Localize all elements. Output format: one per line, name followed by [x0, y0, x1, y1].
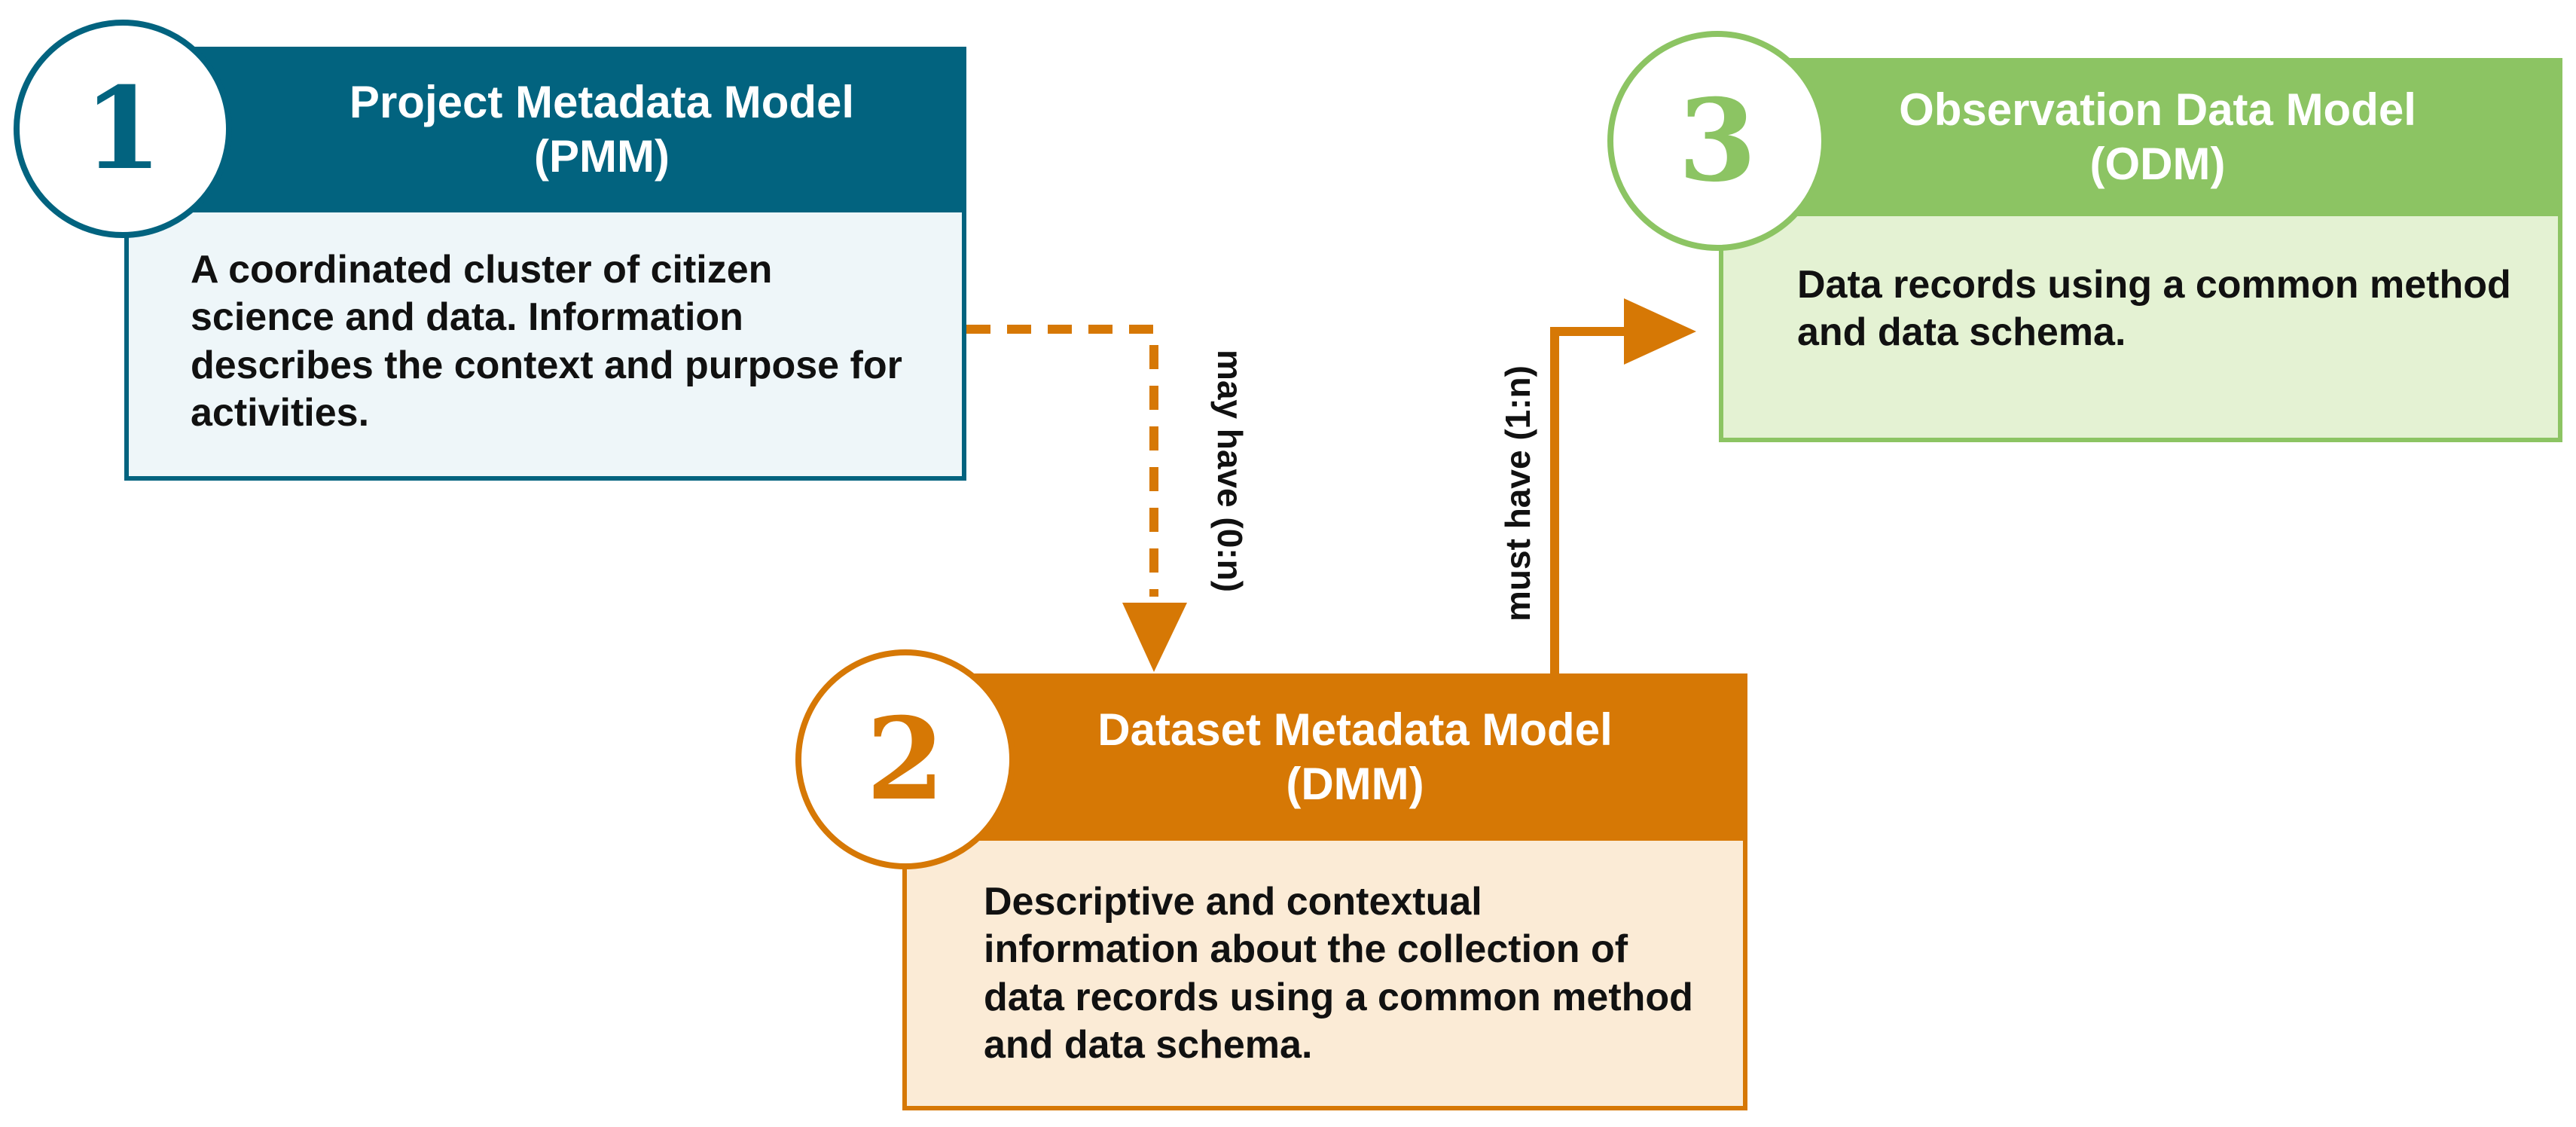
dmm-number-badge: 2 [795, 649, 1015, 869]
pmm-header: Project Metadata Model (PMM) [124, 47, 966, 212]
pmm-title: Project Metadata Model [349, 77, 855, 127]
pmm-description: A coordinated cluster of citizen science… [124, 212, 966, 481]
may-have-connector [966, 325, 1158, 597]
odm-description: Data records using a common method and d… [1719, 216, 2562, 442]
pmm-number-badge: 1 [14, 20, 232, 238]
odm-title: Observation Data Model [1899, 84, 2416, 135]
dmm-description: Descriptive and contextual information a… [902, 841, 1747, 1110]
dmm-header: Dataset Metadata Model (DMM) [902, 673, 1747, 841]
dataset-metadata-model-box: Dataset Metadata Model (DMM) Descriptive… [902, 673, 1747, 1110]
pmm-abbreviation: (PMM) [534, 131, 670, 182]
may-have-arrowhead [1122, 603, 1187, 672]
dmm-title: Dataset Metadata Model [1097, 704, 1613, 755]
dmm-abbreviation: (DMM) [1286, 759, 1424, 809]
must-have-label: must have (1:n) [1498, 365, 1537, 622]
must-have-arrowhead [1624, 298, 1696, 365]
must-have-connector [1550, 327, 1627, 673]
odm-header: Observation Data Model (ODM) [1719, 58, 2562, 216]
may-have-label: may have (0:n) [1210, 349, 1250, 593]
odm-number-badge: 3 [1607, 31, 1827, 251]
project-metadata-model-box: Project Metadata Model (PMM) A coordinat… [124, 47, 966, 481]
observation-data-model-box: Observation Data Model (ODM) Data record… [1719, 58, 2562, 442]
odm-abbreviation: (ODM) [2089, 139, 2226, 189]
